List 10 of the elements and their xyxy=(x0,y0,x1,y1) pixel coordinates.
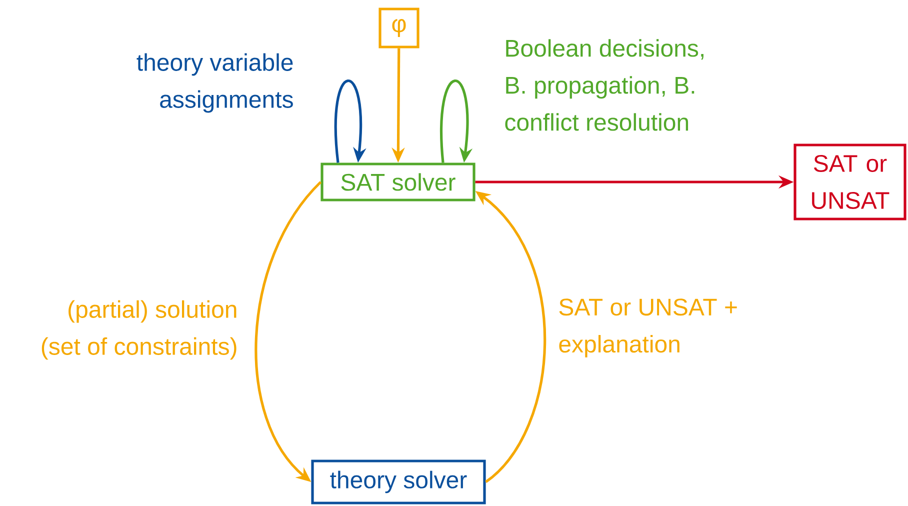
edge-label: SAT or UNSAT + explanation xyxy=(559,298,737,358)
solver-box: SAT solver xyxy=(320,162,476,202)
solver-box: theory solver xyxy=(311,460,486,504)
input-box: φ xyxy=(378,8,420,48)
arrow xyxy=(440,80,473,163)
edge-label: (partial) solution (set of constraints) xyxy=(42,300,236,360)
edge-label: Boolean decisions, B. propagation, B. conflict resolution xyxy=(505,39,704,131)
result-box: SAT or UNSAT xyxy=(794,144,906,220)
edge-label: theory variable assignments xyxy=(136,53,293,113)
arrow xyxy=(334,80,366,163)
